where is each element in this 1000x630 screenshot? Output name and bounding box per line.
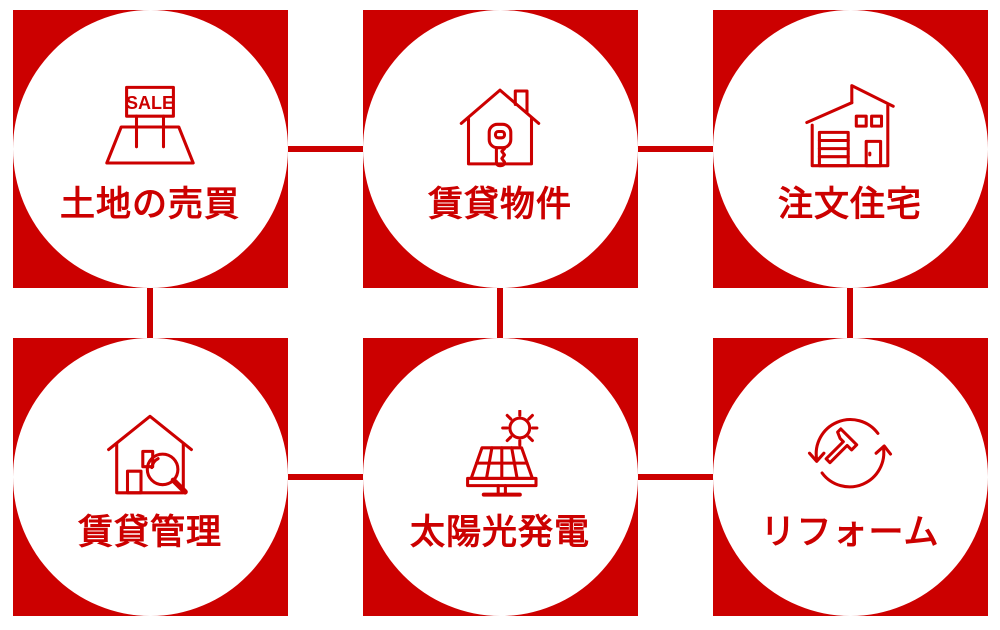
house-magnifier-icon [105,410,195,500]
node-circle: 賃貸管理 [12,338,288,616]
house-key-icon [455,82,545,172]
service-label: 太陽光発電 [409,513,590,552]
modern-house-icon [805,82,895,172]
connector-line-top-right [500,146,851,152]
service-node-custom-home: 注文住宅 [712,10,988,288]
service-label: リフォーム [760,513,940,552]
node-circle: 太陽光発電 [362,338,638,616]
connector-line-bottom-right [500,474,851,480]
hammer-recycle-icon [805,410,895,500]
connector-line-col2 [497,149,503,477]
node-circle: 賃貸物件 [362,10,638,288]
service-node-rental-property: 賃貸物件 [362,10,638,288]
service-node-rental-management: 賃貸管理 [12,338,288,616]
node-circle: リフォーム [712,338,988,616]
connector-line-bottom-left [150,474,501,480]
sale-sign-icon: SALE [105,82,195,172]
service-node-solar-power: 太陽光発電 [362,338,638,616]
service-label: 土地の売買 [59,185,240,224]
connector-line-col3 [847,149,853,477]
connector-line-col1 [147,149,153,477]
connector-line-top-left [150,146,501,152]
sale-sign-text: SALE [126,93,174,113]
node-circle: 注文住宅 [712,10,988,288]
node-circle: SALE 土地の売買 [12,10,288,288]
service-label: 注文住宅 [777,185,922,224]
solar-panel-sun-icon [455,410,545,500]
service-node-renovation: リフォーム [712,338,988,616]
service-label: 賃貸物件 [427,185,572,224]
service-node-land-sale: SALE 土地の売買 [12,10,288,288]
service-label: 賃貸管理 [77,513,222,552]
